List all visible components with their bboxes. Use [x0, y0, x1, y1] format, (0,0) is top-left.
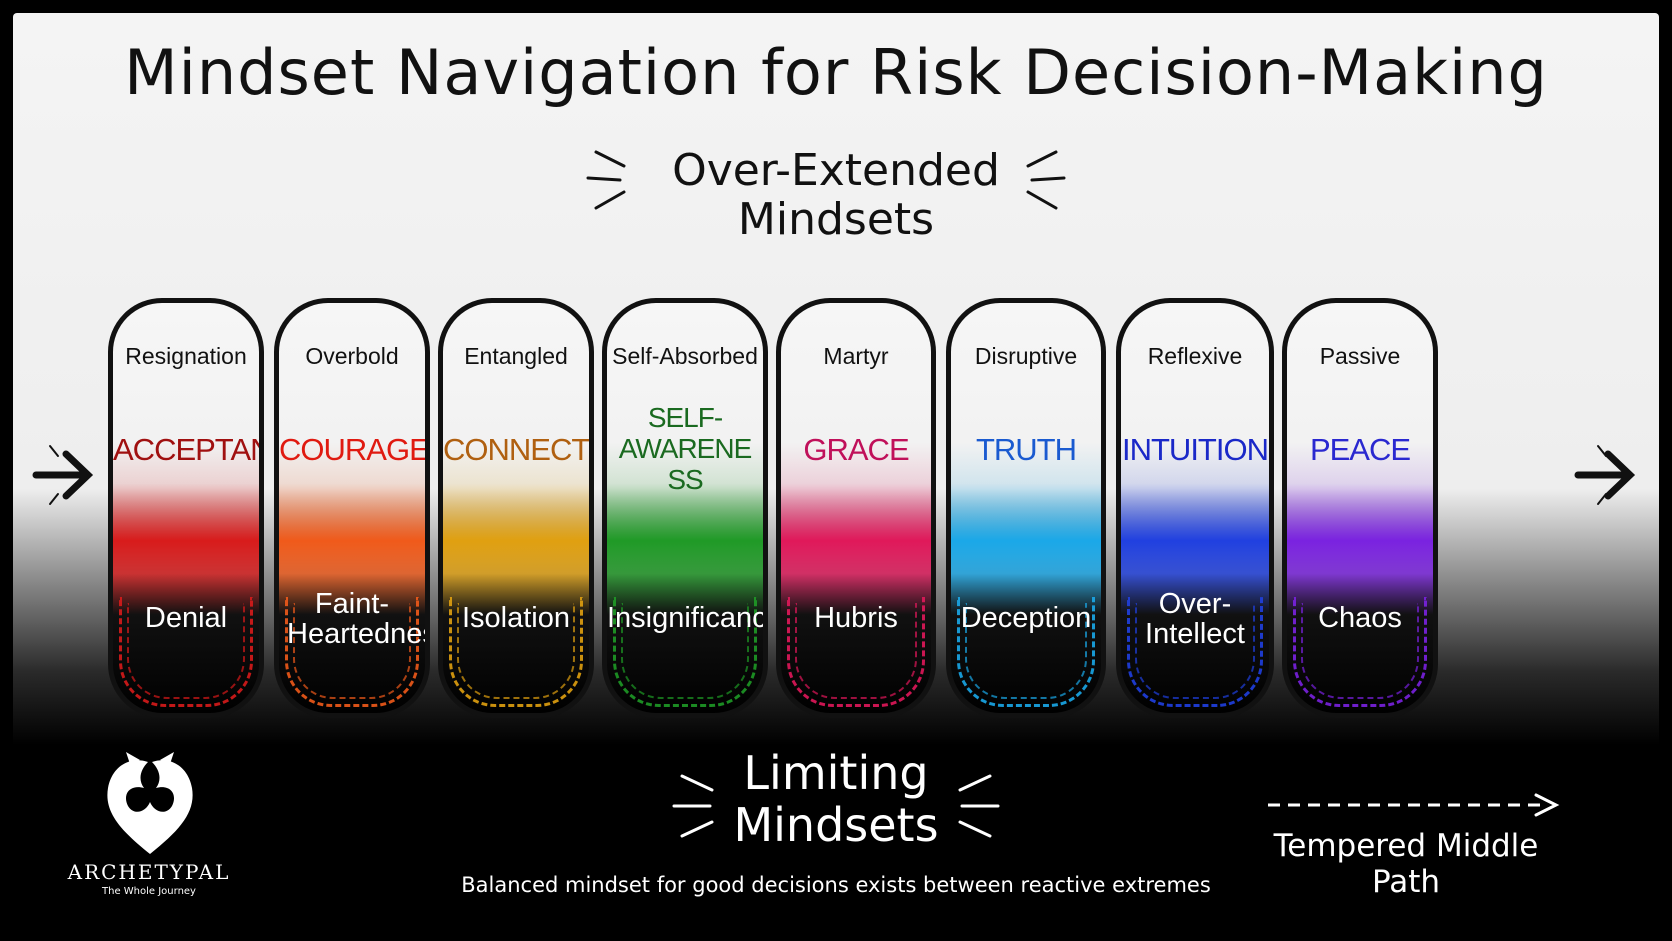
virtue-label: COURAGE: [279, 432, 429, 467]
right-arrow-icon: [1574, 445, 1636, 505]
mindset-card: EntangledCONNECTION Isolation: [438, 298, 594, 718]
card-dashed-trim-inner: [127, 603, 245, 699]
virtue-label: GRACE: [803, 432, 909, 467]
card-dashed-trim: [787, 597, 925, 707]
virtue-label: SELF-AWARENESS: [618, 402, 753, 495]
card-dashed-trim-inner: [1301, 603, 1419, 699]
card-dashed-trim-inner: [1135, 603, 1255, 699]
limit-heading-line-2: Mindsets: [733, 797, 939, 852]
left-arrow-icon: [32, 445, 94, 505]
over-extended-label: Reflexive: [1147, 343, 1243, 369]
limiting-label: Deception: [960, 602, 1092, 634]
virtue-label: TRUTH: [975, 432, 1077, 467]
virtue-label: ACCEPTANCE: [113, 432, 259, 467]
card-dashed-trim: [957, 597, 1095, 707]
over-extended-label: Overbold: [305, 343, 399, 369]
logo: ARCHETYPAL The Whole Journey: [64, 750, 234, 897]
over-extended-label: Passive: [1319, 343, 1401, 369]
over-extended-label: Self-Absorbed: [612, 343, 758, 369]
limiting-label: Hubris: [814, 602, 898, 634]
footnote: Balanced mindset for good decisions exis…: [461, 873, 1211, 897]
over-heading-line-2: Mindsets: [737, 194, 935, 246]
limit-heading-line-1: Limiting: [743, 746, 929, 800]
over-extended-label: Entangled: [464, 343, 568, 369]
virtue-label: INTUITION: [1122, 432, 1269, 467]
limiting-heading: Limiting Mindsets: [636, 746, 1036, 852]
card-dashed-trim: [1127, 597, 1263, 707]
card-dashed-trim: [1293, 597, 1427, 707]
limiting-label: Denial: [144, 602, 228, 634]
virtue-label: PEACE: [1309, 432, 1411, 467]
card-dashed-trim-inner: [621, 603, 749, 699]
logo-tagline: The Whole Journey: [102, 886, 196, 897]
card-dashed-trim: [119, 597, 253, 707]
limiting-label: Isolation: [461, 602, 570, 634]
over-extended-label: Resignation: [125, 343, 247, 369]
dashed-path-arrow-icon: [1268, 793, 1560, 817]
dragon-icon: [107, 752, 193, 854]
card-dashed-trim-inner: [965, 603, 1087, 699]
over-extended-heading: Over-Extended Mindsets: [636, 146, 1036, 245]
over-heading-line-1: Over-Extended: [672, 145, 1000, 196]
card-dashed-trim-inner: [795, 603, 917, 699]
card-dashed-trim: [449, 597, 583, 707]
mindset-card: ResignationACCEPTANCE Denial: [108, 298, 264, 718]
limiting-label: Faint-Heartedness: [287, 588, 425, 651]
limiting-label: Over-Intellect: [1145, 588, 1245, 651]
page-title: Mindset Navigation for Risk Decision-Mak…: [124, 36, 1548, 109]
card-dashed-trim-inner: [457, 603, 575, 699]
over-extended-label: Disruptive: [974, 343, 1078, 369]
virtue-label: CONNECTION: [443, 432, 590, 467]
card-dashed-trim: [285, 597, 419, 707]
limit-heading-burst: [672, 774, 1000, 838]
logo-name: ARCHETYPAL: [67, 860, 231, 884]
over-extended-label: Martyr: [823, 343, 889, 369]
over-heading-burst: [586, 150, 1066, 210]
limiting-label: Insignificance: [607, 602, 768, 634]
limiting-label: Chaos: [1318, 602, 1402, 634]
tempered-path-label: Tempered Middle Path: [1273, 828, 1539, 900]
card-dashed-trim: [613, 597, 757, 707]
card-dashed-trim-inner: [293, 603, 411, 699]
